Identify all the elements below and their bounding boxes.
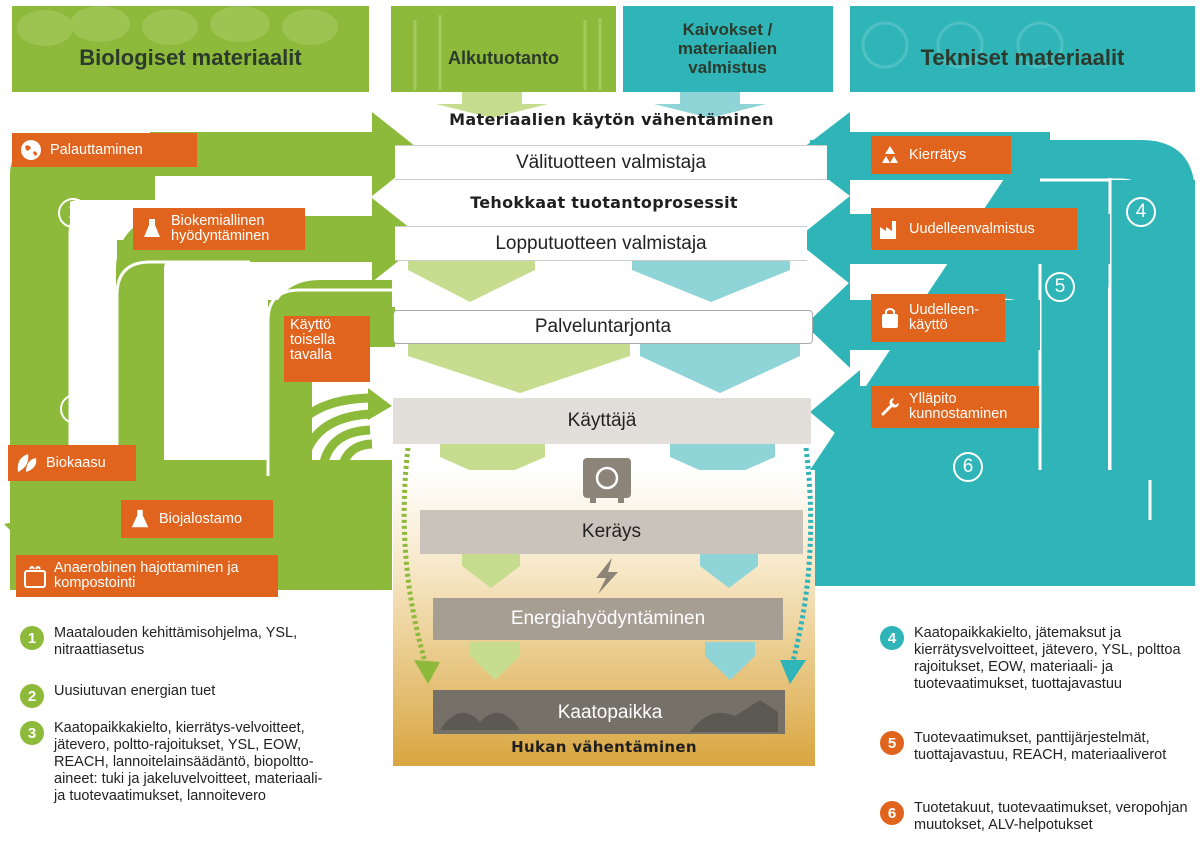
policy-4: 4 Kaatopaikkakielto, jätemaksut ja kierr… [880, 625, 1200, 693]
policy-6: 6 Tuotetakuut, tuotevaatimukset, veropoh… [880, 800, 1200, 834]
loop-number-3: 3 [168, 268, 198, 298]
bar-service: Palveluntarjonta [393, 310, 813, 344]
loop-number-1: 1 [58, 198, 88, 228]
bar-intermediate: Välituotteen valmistaja [395, 145, 827, 180]
wrench-icon [877, 394, 903, 420]
box-biorefinery: Biojalostamo [121, 500, 273, 538]
bar-landfill: Kaatopaikka [557, 702, 663, 723]
flask-icon [139, 216, 165, 242]
box-recycling: Kierrätys [871, 136, 1011, 174]
lightning-icon [596, 558, 618, 594]
bar-collection: Keräys [420, 510, 803, 554]
header-bio: Biologiset materiaalit [79, 45, 302, 70]
header-mining: Kaivokset / materiaalien valmistus [677, 19, 778, 77]
policy-badge: 6 [880, 801, 904, 825]
recycle-bin-icon [583, 458, 631, 503]
bar-energy: Energiahyödyntäminen [433, 598, 783, 640]
loop-number-6: 6 [953, 452, 983, 482]
policy-badge: 2 [20, 684, 44, 708]
policy-1: 1 Maatalouden kehittämisohjelma, YSL, ni… [20, 625, 365, 659]
policy-badge: 5 [880, 731, 904, 755]
loop-number-2: 2 [60, 394, 90, 424]
title-reduce-use: Materiaalien käytön vähentäminen [449, 110, 774, 129]
bar-user: Käyttäjä [393, 398, 811, 444]
box-biochem: Biokemiallinen hyödyntäminen [133, 208, 305, 250]
box-remanufacture: Uudelleenvalmistus [871, 208, 1077, 250]
box-reuse: Uudelleen-käyttö [871, 294, 1005, 342]
policy-5: 5 Tuotevaatimukset, panttijärjestelmät, … [880, 730, 1200, 764]
title-waste: Hukan vähentäminen [511, 738, 697, 756]
box-return: Palauttaminen [12, 133, 197, 167]
title-efficient: Tehokkaat tuotantoprosessit [470, 193, 738, 212]
loop-number-4: 4 [1126, 197, 1156, 227]
policy-badge: 3 [20, 721, 44, 745]
policy-3: 3 Kaatopaikkakielto, kierrätys-velvoitte… [20, 720, 330, 805]
globe-icon [18, 137, 44, 163]
box-maintenance: Ylläpito kunnostaminen [871, 386, 1039, 428]
box-biogas: Biokaasu [8, 445, 136, 481]
recycle-icon [877, 142, 903, 168]
leaf-icon [14, 450, 40, 476]
factory-icon [877, 216, 903, 242]
beaker-icon [127, 506, 153, 532]
header-tech: Tekniset materiaalit [920, 45, 1125, 70]
header-primary: Alkutuotanto [448, 47, 559, 68]
policy-badge: 4 [880, 626, 904, 650]
policy-2: 2 Uusiutuvan energian tuet [20, 683, 365, 708]
bag-icon [877, 305, 903, 331]
policy-badge: 1 [20, 626, 44, 650]
bar-final: Lopputuotteen valmistaja [395, 226, 807, 261]
box-anaerobic: Anaerobinen hajottaminen ja kompostointi [16, 555, 278, 597]
header-mining-block [623, 6, 833, 92]
header-primary-block [391, 6, 616, 92]
compost-icon [22, 563, 48, 589]
box-other-use: Käyttö toisella tavalla [284, 316, 370, 382]
loop-number-5: 5 [1045, 272, 1075, 302]
